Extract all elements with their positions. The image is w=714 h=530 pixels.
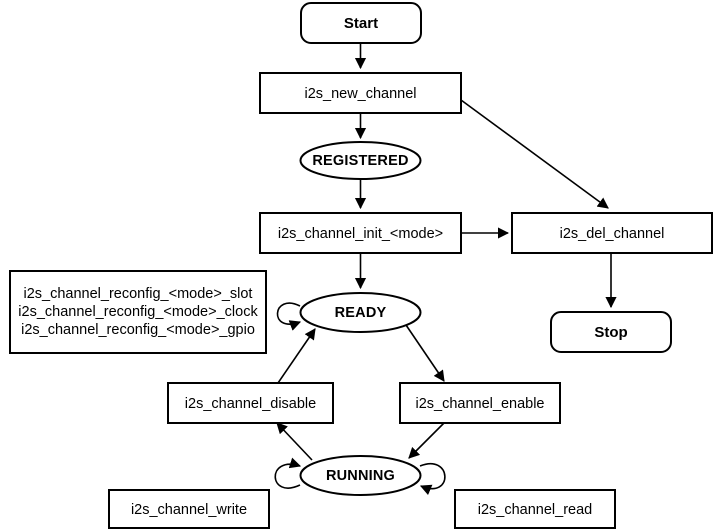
node-i2s-channel-read-label: i2s_channel_read: [478, 502, 592, 518]
node-i2s-new-channel[interactable]: [259, 72, 462, 114]
node-i2s-del-channel-label: i2s_del_channel: [560, 226, 665, 242]
node-i2s-channel-disable-label: i2s_channel_disable: [185, 396, 316, 412]
edge-ready-to-channel-enable: [405, 324, 445, 382]
node-i2s-channel-reconfig-line-3: i2s_channel_reconfig_<mode>_gpio: [21, 322, 255, 338]
edge-channel-disable-to-ready: [277, 328, 316, 384]
edge-ready-self-loop-reconfig: [276, 302, 302, 331]
node-state-running-label: RUNNING: [326, 468, 395, 484]
node-state-registered-label: REGISTERED: [312, 153, 408, 169]
node-i2s-channel-reconfig[interactable]: [9, 270, 267, 354]
node-i2s-channel-reconfig-line-1: i2s_channel_reconfig_<mode>_slot: [24, 286, 253, 302]
node-state-registered[interactable]: [299, 141, 422, 180]
node-i2s-channel-init[interactable]: [259, 212, 462, 254]
node-i2s-del-channel[interactable]: [511, 212, 713, 254]
node-i2s-channel-read[interactable]: [454, 489, 616, 529]
node-i2s-channel-init-label: i2s_channel_init_<mode>: [278, 226, 443, 242]
node-state-ready[interactable]: [299, 292, 422, 333]
edge-running-to-channel-disable: [276, 422, 313, 461]
node-start[interactable]: [300, 2, 422, 44]
edge-new-channel-to-del-channel: [460, 99, 609, 209]
node-state-running[interactable]: [299, 455, 422, 496]
edge-channel-enable-to-running: [408, 420, 447, 459]
node-stop-label: Stop: [594, 324, 627, 341]
edge-running-self-loop-read: [419, 463, 446, 496]
node-i2s-channel-disable[interactable]: [167, 382, 334, 424]
node-state-ready-label: READY: [335, 305, 387, 321]
node-i2s-channel-write[interactable]: [108, 489, 270, 529]
node-i2s-channel-write-label: i2s_channel_write: [131, 502, 247, 518]
node-i2s-channel-reconfig-line-2: i2s_channel_reconfig_<mode>_clock: [18, 304, 258, 320]
node-i2s-channel-enable[interactable]: [399, 382, 561, 424]
node-i2s-new-channel-label: i2s_new_channel: [304, 86, 416, 102]
node-start-label: Start: [344, 15, 378, 32]
node-i2s-channel-enable-label: i2s_channel_enable: [416, 396, 545, 412]
edge-running-self-loop-write: [274, 457, 302, 489]
node-stop[interactable]: [550, 311, 672, 353]
